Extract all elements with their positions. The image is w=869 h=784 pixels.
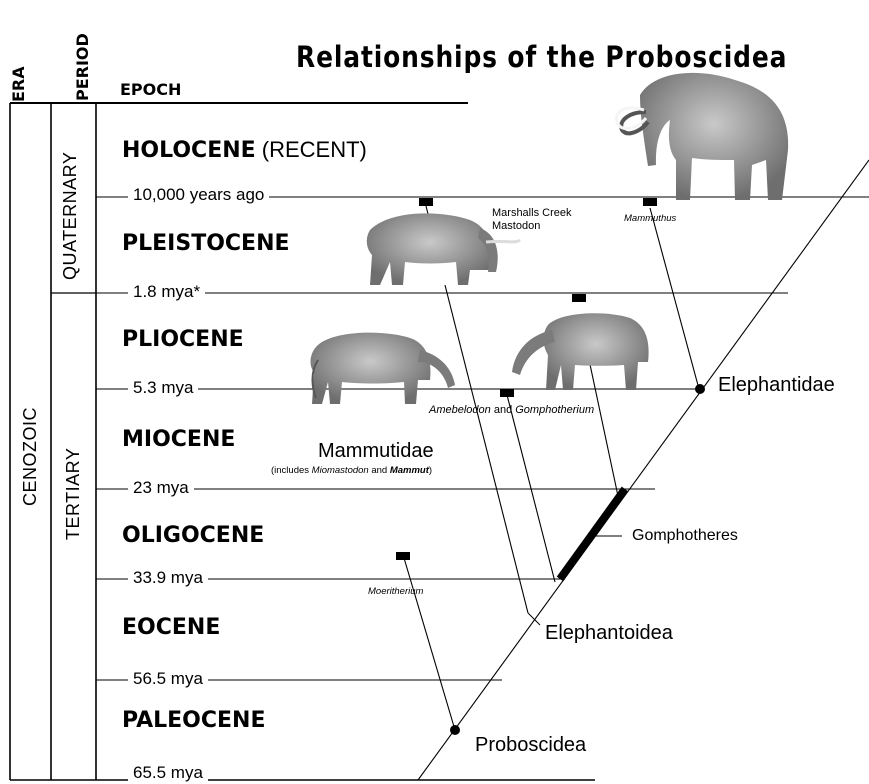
- elephantoidea-leader: [527, 612, 541, 626]
- boundary-label-65-5-mya: 65.5 mya: [128, 763, 208, 783]
- branch-amebelodon: [506, 394, 556, 583]
- clade-label-proboscidea: Proboscidea: [475, 734, 587, 756]
- mammutidae-note: (includes Miomastodon and Mammut): [271, 465, 432, 476]
- taxon-mammut: Mammut: [389, 465, 429, 476]
- mammutidae-note-post: ): [428, 465, 433, 476]
- taxon-and: and: [490, 404, 516, 416]
- boundary-label-33-9-mya: 33.9 mya: [128, 568, 208, 588]
- epoch-oligocene: OLIGOCENE: [122, 523, 265, 548]
- branch-moeritherium: [403, 557, 456, 731]
- era-cenozoic: CENOZOIC: [20, 406, 40, 506]
- boundary-label-10000-years: 10,000 years ago: [128, 185, 270, 205]
- taxon-amebelodon: Amebelodon: [429, 404, 491, 416]
- gomphotherium-illustration: [512, 313, 649, 390]
- branch-gomphotherium: [587, 354, 619, 497]
- taxon-label-amebelodon-gomphotherium: Amebelodon and Gomphotherium: [429, 404, 594, 416]
- boundary-label-5-3-mya: 5.3 mya: [128, 378, 199, 398]
- epoch-miocene: MIOCENE: [122, 427, 236, 452]
- clade-label-elephantoidea: Elephantoidea: [545, 622, 673, 644]
- epoch-holocene-name: HOLOCENE: [122, 138, 256, 163]
- epoch-eocene: EOCENE: [122, 615, 221, 640]
- epoch-paleocene: PALEOCENE: [122, 708, 266, 733]
- taxon-label-marshalls-creek-mastodon: Marshalls Creek Mastodon: [492, 207, 571, 233]
- clade-label-mammutidae: Mammutidae: [318, 440, 434, 462]
- amebelodon-illustration: [310, 332, 455, 404]
- marshalls-line-2: Mastodon: [492, 220, 541, 232]
- mastodon-illustration: [366, 213, 521, 285]
- period-tertiary: TERTIARY: [63, 447, 83, 540]
- taxon-bar-moeritherium: [396, 552, 410, 560]
- taxon-gomphotherium: Gomphotherium: [515, 404, 595, 416]
- epoch-header: EPOCH: [120, 80, 182, 99]
- epoch-holocene: HOLOCENE (RECENT): [122, 137, 367, 163]
- boundary-label-56-5-mya: 56.5 mya: [128, 669, 208, 689]
- branch-mammutidae: [444, 284, 529, 614]
- taxon-bar-gomphotherium: [572, 294, 586, 302]
- boundary-label-1-8-mya: 1.8 mya*: [128, 282, 206, 302]
- clade-label-gomphotheres: Gomphotheres: [632, 527, 738, 544]
- boundary-label-23-mya: 23 mya: [128, 478, 194, 498]
- period-header: PERIOD: [73, 33, 92, 101]
- epoch-pliocene: PLIOCENE: [122, 327, 244, 352]
- taxon-label-mammuthus: Mammuthus: [624, 213, 677, 224]
- node-proboscidea: [450, 725, 460, 735]
- taxon-label-moeritherium: Moeritherium: [368, 586, 424, 597]
- clade-label-elephantidae: Elephantidae: [718, 374, 835, 396]
- diagram-title: Relationships of the Proboscidea: [296, 40, 788, 74]
- cladogram-main-stem: [417, 159, 869, 781]
- gomphothere-thick-stem: [556, 486, 629, 582]
- epoch-holocene-note: (RECENT): [255, 137, 367, 162]
- branch-mammuthus: [649, 207, 700, 390]
- node-elephantidae: [695, 384, 705, 394]
- era-header: ERA: [9, 66, 28, 102]
- taxon-bar-marshalls: [419, 198, 433, 206]
- epoch-pleistocene: PLEISTOCENE: [122, 231, 290, 256]
- taxon-bar-mammuthus: [643, 198, 657, 206]
- marshalls-line-1: Marshalls Creek: [492, 207, 572, 219]
- taxon-miomastodon: Miomastodon: [311, 465, 369, 476]
- mammoth-illustration: [615, 72, 789, 200]
- period-quaternary: QUATERNARY: [60, 151, 80, 280]
- mammutidae-note-and: and: [368, 465, 390, 476]
- mammutidae-note-pre: (includes: [271, 465, 312, 476]
- taxon-bar-amebelodon: [500, 389, 514, 397]
